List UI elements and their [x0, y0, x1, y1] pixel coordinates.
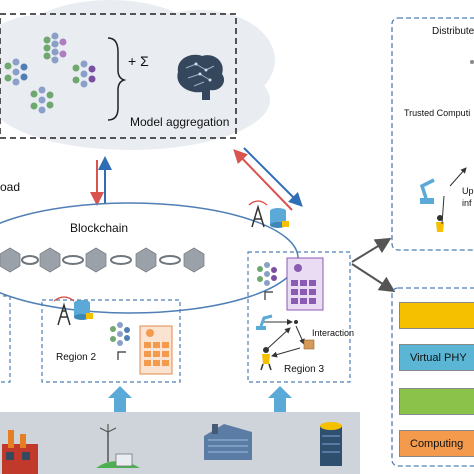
neural-network-icon-2 — [4, 58, 28, 86]
region-3-small-arrow — [264, 291, 273, 300]
layer-bar-4: Computing — [399, 430, 474, 457]
region-1-box — [0, 295, 11, 383]
neural-network-icon-3 — [72, 60, 96, 88]
trusted-dot — [470, 60, 474, 64]
neural-network-icon-4 — [30, 86, 54, 114]
region-2-orange-panel — [139, 325, 173, 375]
region-3-nn-icon — [257, 262, 277, 286]
arrow-to-trusted-computing — [351, 237, 392, 263]
region-3-label: Region 3 — [284, 364, 325, 375]
region-3-box — [247, 251, 351, 383]
distributed-panel-box — [391, 17, 474, 251]
upload-label: oad — [0, 180, 21, 194]
trusted-computing-label: Trusted Computi — [404, 108, 471, 118]
neural-network-icon-1 — [43, 32, 67, 64]
region-2-label: Region 2 — [56, 352, 97, 363]
layer-bar-2: Virtual PHY — [399, 344, 474, 371]
ground-strip — [0, 412, 360, 474]
layer-bar-4-label: Computing — [410, 438, 464, 450]
distributed-label: Distribute — [432, 26, 474, 37]
diag-arrow-red — [233, 149, 293, 211]
base-station-icon — [53, 296, 75, 326]
update-label-line-2: inf — [462, 198, 472, 208]
region-2-nn-icon — [110, 322, 130, 346]
model-aggregation-label: Model aggregation — [130, 115, 230, 129]
robot-arm-icon — [256, 314, 273, 330]
trusted-link — [441, 195, 445, 225]
layer-bar-1 — [399, 302, 474, 329]
building-icon — [320, 422, 342, 466]
factory-icon — [2, 430, 38, 474]
warehouse-icon — [204, 424, 252, 460]
layer-bar-2-label: Virtual PHY — [410, 352, 467, 364]
blockchain-chain — [0, 247, 205, 273]
worker-icon — [260, 347, 272, 371]
up-arrow-region-3 — [268, 386, 292, 412]
database-icon — [74, 300, 93, 320]
region-3-purple-panel — [286, 257, 324, 311]
aggregation-brace — [107, 37, 127, 121]
layer-bar-3 — [399, 388, 474, 415]
region-3-tower-icon — [248, 200, 289, 228]
wind-turbine-farm-icon — [96, 424, 140, 468]
up-arrow-region-2 — [108, 386, 132, 412]
diag-arrow-blue — [243, 147, 303, 207]
layer-stack-box — [391, 287, 474, 467]
region-2-box — [41, 299, 181, 383]
robot-arm-icon-right — [419, 178, 435, 204]
aggregation-symbol: + Σ — [128, 53, 149, 69]
interaction-label: Interaction — [312, 328, 355, 338]
arrow-to-layer-stack — [351, 263, 396, 293]
worker-icon-right — [436, 215, 444, 232]
box-icon — [303, 339, 315, 350]
region-2-small-arrow — [117, 351, 126, 360]
update-label-line-1: Up — [462, 186, 474, 196]
brain-icon — [177, 54, 225, 100]
trusted-arrow — [449, 167, 467, 187]
blockchain-label: Blockchain — [70, 221, 129, 235]
interaction-network — [262, 319, 305, 358]
